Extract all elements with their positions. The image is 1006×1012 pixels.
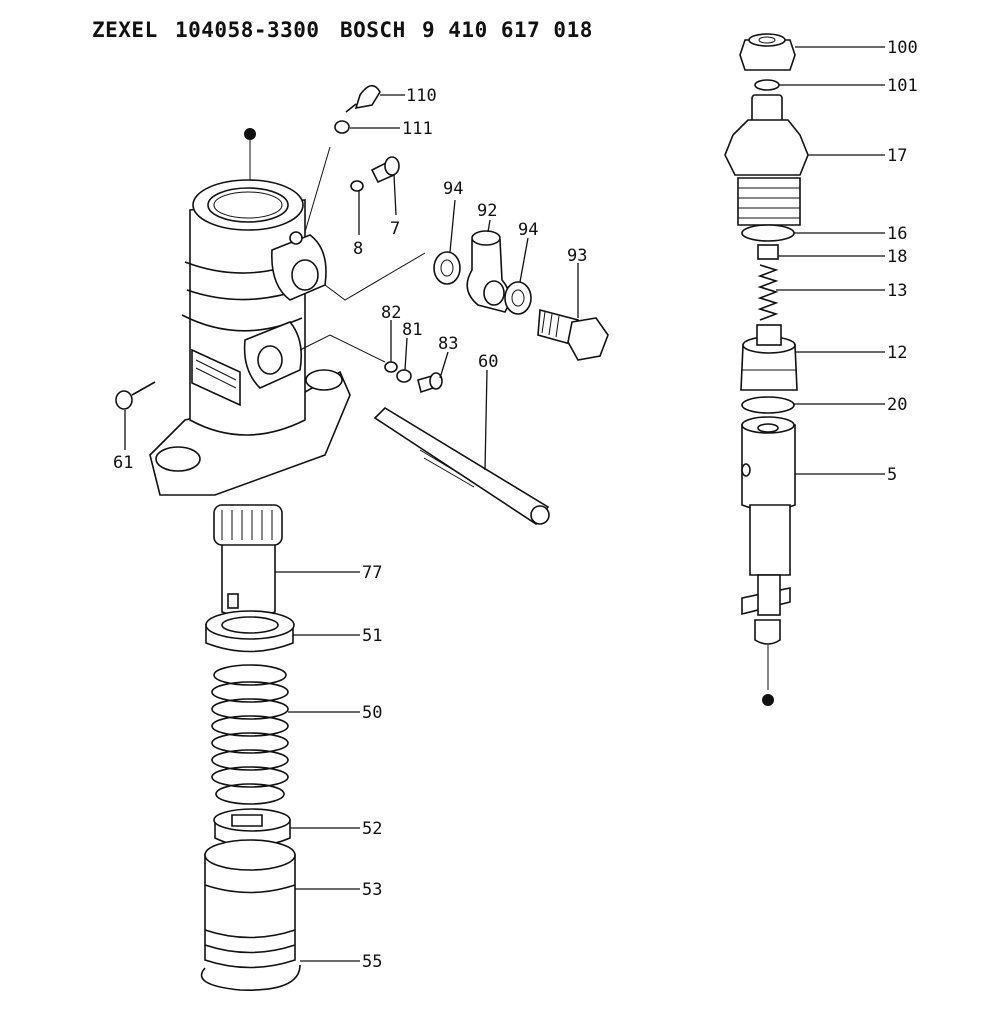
brand-bosch: BOSCH xyxy=(340,18,406,42)
washer-82 xyxy=(384,361,398,373)
dot-marker xyxy=(762,694,774,706)
banjo-bolt-93 xyxy=(537,308,609,361)
leader-line xyxy=(304,146,331,233)
o-ring-20 xyxy=(741,396,795,414)
o-ring-101 xyxy=(754,79,780,91)
callouts: 110 111 7 8 94 92 94 93 82 81 83 60 61 7… xyxy=(113,38,918,972)
bleed-screw-110 xyxy=(345,84,381,113)
delivery-valve-12 xyxy=(740,324,798,391)
lower-spring-seat-52 xyxy=(213,808,291,848)
washer-94-a xyxy=(433,251,461,285)
label-92: 92 xyxy=(477,201,497,221)
label-55: 55 xyxy=(362,952,382,972)
tappet-53 xyxy=(204,839,296,969)
valve-spring-13 xyxy=(757,264,779,321)
stopper-18 xyxy=(757,244,779,260)
spring-seat-51 xyxy=(205,610,295,653)
label-52: 52 xyxy=(362,819,382,839)
label-7: 7 xyxy=(390,219,400,239)
label-110: 110 xyxy=(406,86,437,106)
label-82: 82 xyxy=(381,303,401,323)
cap-nut-100 xyxy=(739,33,796,71)
label-77: 77 xyxy=(362,563,382,583)
washer-8 xyxy=(350,180,364,192)
label-60: 60 xyxy=(478,352,498,372)
label-94-b: 94 xyxy=(518,220,538,240)
label-61: 61 xyxy=(113,453,133,473)
label-101: 101 xyxy=(887,76,918,96)
label-111: 111 xyxy=(402,119,433,139)
label-20: 20 xyxy=(887,395,907,415)
pump-body xyxy=(149,128,351,496)
label-53: 53 xyxy=(362,880,382,900)
screw-7 xyxy=(370,156,400,184)
delivery-valve-assembly xyxy=(724,33,809,706)
label-12: 12 xyxy=(887,343,907,363)
screw-83 xyxy=(417,372,443,394)
label-16: 16 xyxy=(887,224,907,244)
valve-holder-17 xyxy=(724,119,809,226)
zexel-part-number: 104058-3300 xyxy=(175,18,320,42)
leader-line xyxy=(324,252,426,301)
screw-61 xyxy=(115,381,156,410)
label-93: 93 xyxy=(567,246,587,266)
label-83: 83 xyxy=(438,334,458,354)
label-13: 13 xyxy=(887,281,907,301)
label-18: 18 xyxy=(887,247,907,267)
control-rod-60 xyxy=(373,406,550,526)
label-5: 5 xyxy=(887,465,897,485)
snap-ring-55 xyxy=(200,964,301,991)
plunger-barrel-5 xyxy=(741,416,796,690)
banjo-fitting-92 xyxy=(466,230,511,313)
washer-81 xyxy=(396,369,412,383)
label-51: 51 xyxy=(362,626,382,646)
leader-line xyxy=(299,334,386,363)
control-sleeve-77 xyxy=(213,504,283,618)
label-100: 100 xyxy=(887,38,918,58)
brand-zexel: ZEXEL xyxy=(92,18,158,42)
washer-111 xyxy=(334,120,350,134)
gasket-16 xyxy=(741,224,795,242)
label-8: 8 xyxy=(353,239,363,259)
label-94-a: 94 xyxy=(443,179,463,199)
label-81: 81 xyxy=(402,320,422,340)
label-50: 50 xyxy=(362,703,382,723)
bosch-part-number: 9 410 617 018 xyxy=(422,18,593,42)
label-17: 17 xyxy=(887,146,907,166)
plunger-spring-50 xyxy=(211,664,289,805)
washer-94-b xyxy=(504,281,532,315)
header: ZEXEL 104058-3300 BOSCH 9 410 617 018 xyxy=(0,18,1006,52)
